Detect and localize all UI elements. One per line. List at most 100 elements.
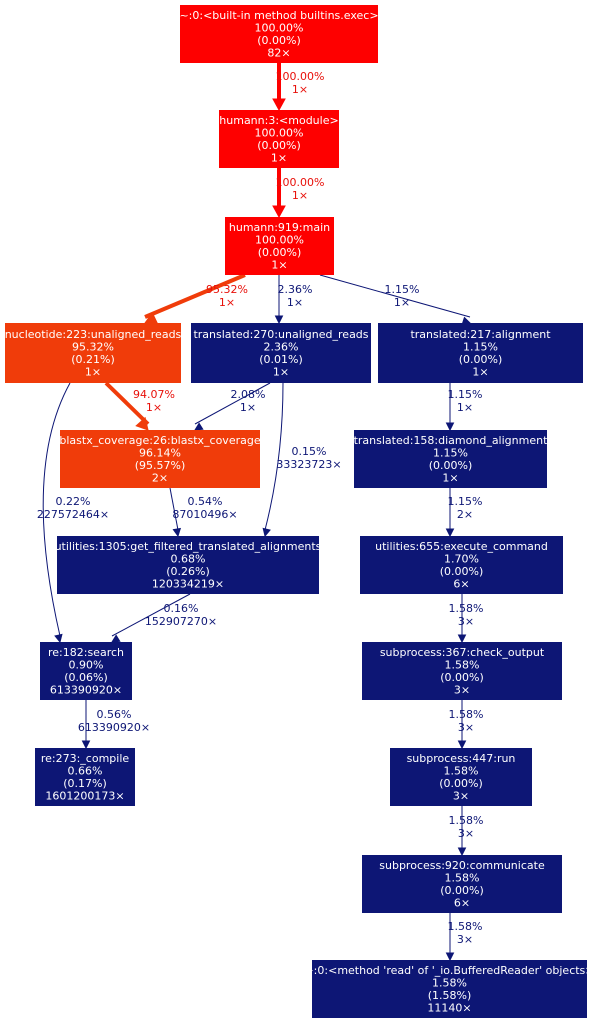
node-box bbox=[219, 110, 339, 168]
node-self-percent: (0.26%) bbox=[166, 565, 210, 578]
node-self-percent: (1.58%) bbox=[428, 989, 472, 1002]
node-total-percent: 2.36% bbox=[264, 341, 299, 354]
edge-count-label: 33323723× bbox=[276, 458, 341, 471]
node-module[interactable]: humann:3:<module>100.00%(0.00%)1× bbox=[219, 110, 339, 168]
node-call-count: 1× bbox=[273, 366, 289, 379]
node-self-percent: (0.00%) bbox=[257, 139, 301, 152]
edge-count-label: 2× bbox=[457, 508, 473, 521]
node-self-percent: (0.00%) bbox=[257, 34, 301, 47]
node-call-count: 1× bbox=[472, 366, 488, 379]
edge-main-to-nuc_unaligned: 95.32%1× bbox=[144, 273, 248, 325]
node-name: re:182:search bbox=[48, 646, 124, 659]
edge-percent-label: 0.22% bbox=[56, 495, 91, 508]
node-self-percent: (0.00%) bbox=[429, 459, 473, 472]
node-name: utilities:655:execute_command bbox=[375, 540, 548, 553]
edge-percent-label: 0.56% bbox=[97, 708, 132, 721]
node-call-count: 1× bbox=[85, 366, 101, 379]
edge-exec_cmd-to-check_output: 1.58%3× bbox=[449, 594, 483, 644]
edge-count-label: 1× bbox=[146, 401, 162, 414]
edge-main-to-trans_alignment: 1.15%1× bbox=[319, 274, 472, 325]
node-name: nucleotide:223:unaligned_reads bbox=[5, 328, 182, 341]
node-box bbox=[360, 536, 563, 594]
edge-blastx-to-get_filtered: 0.54%87010496× bbox=[169, 487, 238, 538]
node-box bbox=[354, 430, 547, 488]
node-total-percent: 1.15% bbox=[463, 341, 498, 354]
node-name: ~:0:<built-in method builtins.exec> bbox=[179, 9, 378, 22]
edge-percent-label: 1.58% bbox=[448, 920, 483, 933]
edge-percent-label: 1.15% bbox=[448, 495, 483, 508]
node-blastx[interactable]: blastx_coverage:26:blastx_coverage96.14%… bbox=[59, 430, 261, 488]
node-call-count: 120334219× bbox=[152, 578, 224, 591]
edge-arrowhead bbox=[135, 416, 149, 431]
edges-layer: 100.00%1×100.00%1×95.32%1×2.36%1×1.15%1×… bbox=[37, 63, 484, 962]
edge-percent-label: 0.16% bbox=[164, 602, 199, 615]
node-total-percent: 0.68% bbox=[171, 553, 206, 566]
node-call-count: 1601200173× bbox=[45, 790, 124, 803]
node-total-percent: 96.14% bbox=[139, 447, 181, 460]
node-check_output[interactable]: subprocess:367:check_output1.58%(0.00%)3… bbox=[362, 642, 562, 700]
node-total-percent: 1.15% bbox=[433, 447, 468, 460]
edge-trans_unaligned-to-get_filtered: 0.15%33323723× bbox=[262, 382, 342, 538]
node-box bbox=[362, 642, 562, 700]
edge-arrowhead bbox=[272, 205, 286, 219]
edge-sp_run-to-communicate: 1.58%3× bbox=[449, 806, 483, 857]
node-call-count: 6× bbox=[454, 897, 470, 910]
node-get_filtered[interactable]: utilities:1305:get_filtered_translated_a… bbox=[55, 536, 322, 594]
node-name: re:273:_compile bbox=[41, 752, 130, 765]
edge-nuc_unaligned-to-re_search: 0.22%227572464× bbox=[37, 382, 109, 644]
edge-count-label: 87010496× bbox=[172, 508, 237, 521]
node-self-percent: (0.00%) bbox=[440, 671, 484, 684]
node-exec[interactable]: ~:0:<built-in method builtins.exec>100.0… bbox=[179, 5, 379, 63]
edge-diamond-to-exec_cmd: 1.15%2× bbox=[445, 488, 483, 538]
edge-arrowhead bbox=[81, 740, 91, 750]
edge-count-label: 3× bbox=[458, 721, 474, 734]
node-exec_cmd[interactable]: utilities:655:execute_command1.70%(0.00%… bbox=[360, 536, 563, 594]
node-diamond[interactable]: translated:158:diamond_alignment1.15%(0.… bbox=[354, 430, 548, 488]
node-self-percent: (0.01%) bbox=[259, 353, 303, 366]
node-box bbox=[5, 323, 181, 383]
node-name: translated:217:alignment bbox=[410, 328, 551, 341]
node-self-percent: (0.00%) bbox=[439, 777, 483, 790]
edge-line bbox=[194, 382, 271, 425]
edge-trans_unaligned-to-blastx: 2.08%1× bbox=[194, 382, 271, 431]
node-call-count: 11140× bbox=[427, 1002, 471, 1015]
node-call-count: 3× bbox=[454, 684, 470, 697]
edge-line bbox=[169, 487, 179, 531]
node-box bbox=[225, 217, 334, 275]
node-self-percent: (0.00%) bbox=[258, 246, 302, 259]
node-call-count: 1× bbox=[271, 152, 287, 165]
edge-trans_alignment-to-diamond: 1.15%1× bbox=[445, 383, 482, 432]
node-trans_unaligned[interactable]: translated:270:unaligned_reads2.36%(0.01… bbox=[191, 323, 371, 383]
node-name: translated:270:unaligned_reads bbox=[193, 328, 368, 341]
node-call-count: 2× bbox=[152, 472, 168, 485]
edge-arrowhead bbox=[457, 847, 467, 857]
edge-module-to-main: 100.00%1× bbox=[272, 168, 324, 219]
node-nuc_unaligned[interactable]: nucleotide:223:unaligned_reads95.32%(0.2… bbox=[5, 323, 182, 383]
node-box bbox=[180, 5, 378, 63]
edge-percent-label: 1.15% bbox=[385, 283, 420, 296]
node-name: subprocess:920:communicate bbox=[379, 859, 545, 872]
node-call-count: 3× bbox=[453, 790, 469, 803]
node-call-count: 82× bbox=[267, 47, 290, 60]
edge-count-label: 3× bbox=[458, 615, 474, 628]
node-name: subprocess:367:check_output bbox=[380, 646, 545, 659]
edge-arrowhead bbox=[194, 422, 204, 431]
edge-percent-label: 1.58% bbox=[449, 708, 484, 721]
node-total-percent: 1.58% bbox=[444, 765, 479, 778]
node-read[interactable]: ~:0:<method 'read' of '_io.BufferedReade… bbox=[304, 960, 590, 1018]
node-box bbox=[35, 748, 135, 806]
edge-count-label: 1× bbox=[394, 296, 410, 309]
edge-percent-label: 2.36% bbox=[278, 283, 313, 296]
node-self-percent: (0.06%) bbox=[64, 671, 108, 684]
edge-arrowhead bbox=[445, 952, 455, 962]
node-box bbox=[362, 855, 562, 913]
edge-communicate-to-read: 1.58%3× bbox=[445, 913, 483, 962]
edge-nuc_unaligned-to-blastx: 94.07%1× bbox=[104, 381, 175, 431]
